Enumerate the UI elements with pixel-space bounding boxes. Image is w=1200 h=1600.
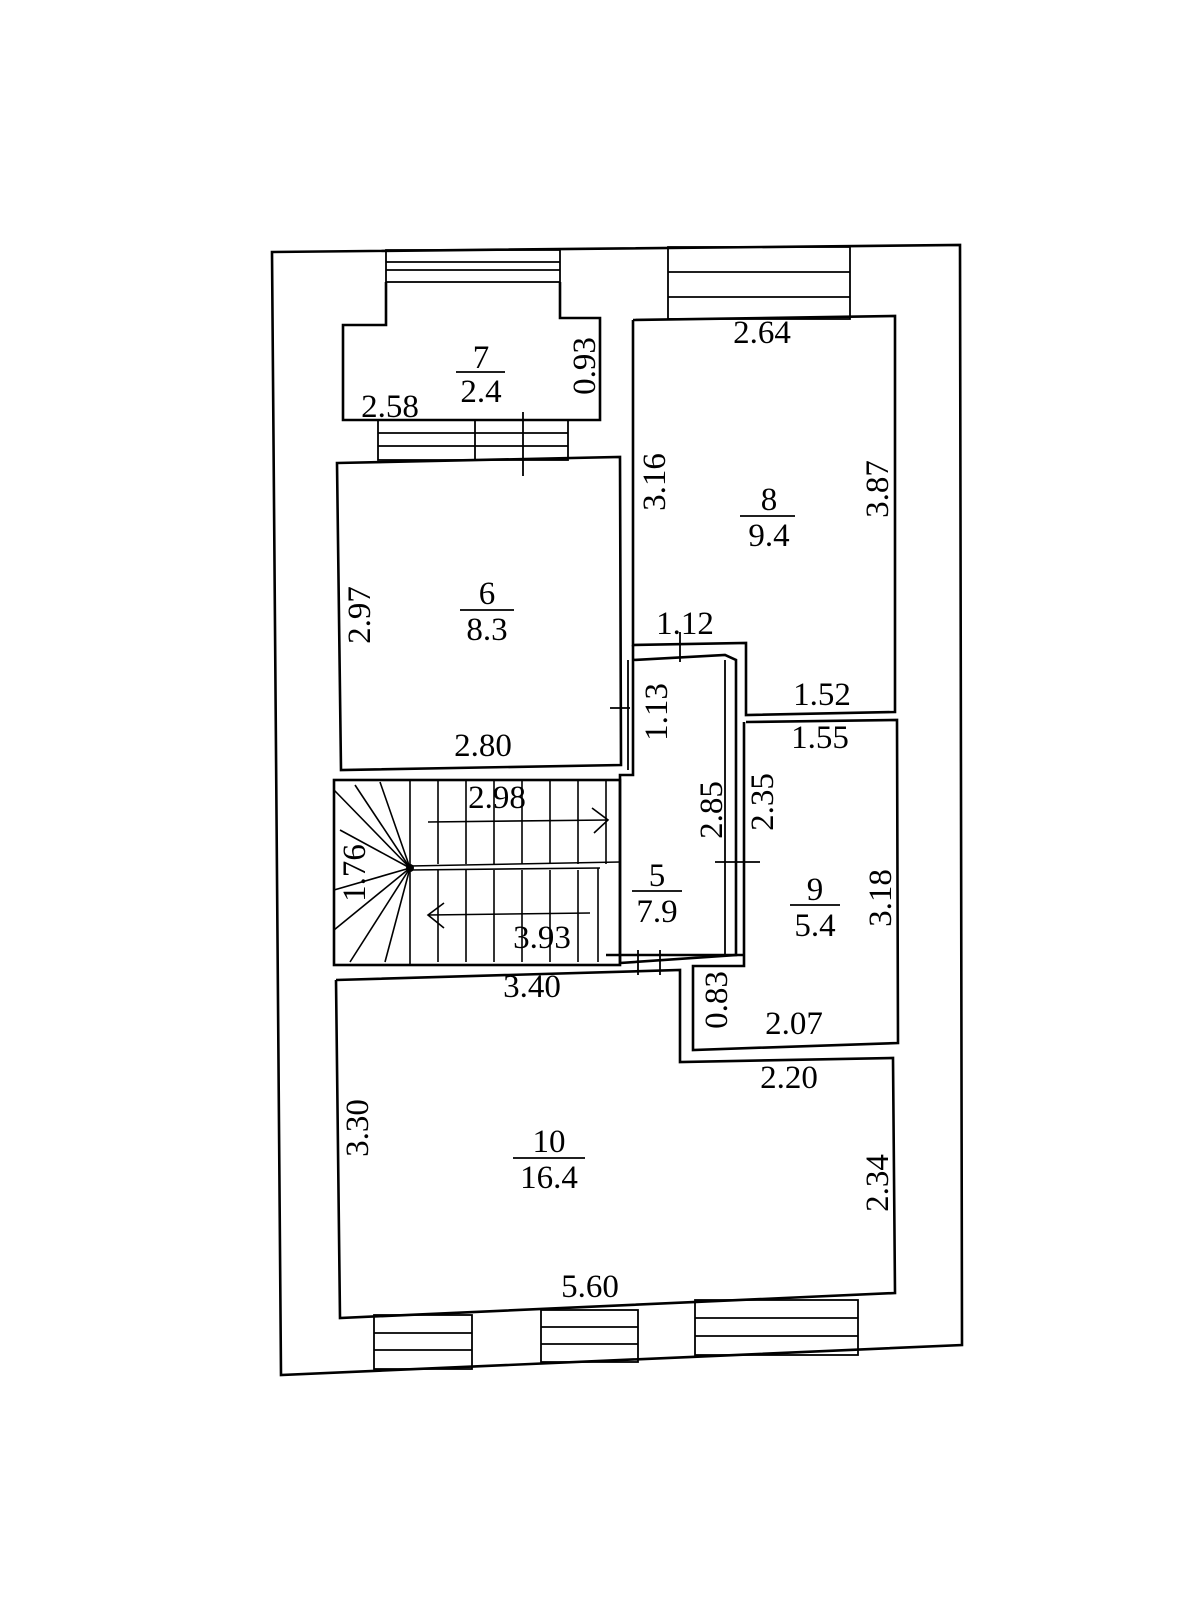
dim-r7-width: 2.58: [361, 389, 419, 425]
dim-r9-notch: 0.83: [699, 971, 735, 1029]
dim-r6-bottom: 2.80: [454, 728, 512, 764]
dim-r7-depth: 0.93: [567, 337, 603, 395]
room-5-outline: [618, 645, 738, 965]
dim-stair-bottom: 3.93: [513, 920, 571, 956]
svg-text:9: 9: [807, 872, 824, 908]
svg-text:5.4: 5.4: [794, 908, 835, 944]
dim-r9-left: 2.35: [745, 773, 781, 831]
door-7-6: [377, 412, 569, 476]
room-8-label: 8 9.4: [740, 482, 795, 554]
svg-text:2.4: 2.4: [460, 374, 501, 410]
room-10-label: 10 16.4: [513, 1124, 585, 1196]
dim-r9-right: 3.18: [863, 869, 899, 927]
dim-r9-bottom: 2.07: [765, 1006, 823, 1042]
svg-text:8: 8: [761, 482, 778, 518]
room-6-outline: [335, 455, 623, 772]
dim-r5-bottom: 3.40: [503, 969, 561, 1005]
dim-stair-top: 2.98: [468, 780, 526, 816]
room-10-outline: [334, 968, 897, 1320]
dim-r9-top: 1.55: [791, 720, 849, 756]
dim-r8-left: 3.16: [637, 453, 673, 511]
dim-r10-right: 2.34: [860, 1154, 896, 1212]
room-7-label: 7 2.4: [456, 340, 505, 410]
room-9-label: 9 5.4: [790, 872, 840, 944]
dim-r8-notch: 1.12: [656, 606, 714, 642]
window-top-left: [385, 249, 561, 283]
dim-stair-left: 1.76: [337, 844, 373, 902]
svg-text:8.3: 8.3: [466, 612, 507, 648]
svg-text:5: 5: [649, 858, 666, 894]
room-6-label: 6 8.3: [460, 576, 514, 648]
dim-r10-top: 2.20: [760, 1060, 818, 1096]
dim-r5-top: 1.13: [639, 683, 675, 741]
svg-text:10: 10: [533, 1124, 566, 1160]
svg-text:6: 6: [479, 576, 496, 612]
dim-r6-left: 2.97: [342, 586, 378, 644]
window-bottom-right: [694, 1299, 859, 1356]
window-bottom-middle: [540, 1309, 639, 1363]
dim-r5-right: 2.85: [694, 781, 730, 839]
dim-r8-bottom: 1.52: [793, 677, 851, 713]
dim-r8-right: 3.87: [860, 460, 896, 518]
svg-text:16.4: 16.4: [520, 1160, 578, 1196]
window-top-right: [667, 246, 851, 320]
dim-r8-top: 2.64: [733, 315, 791, 351]
staircase: [332, 778, 622, 967]
dim-r10-left: 3.30: [340, 1099, 376, 1157]
room-9-outline: [691, 718, 900, 1052]
svg-text:7: 7: [473, 340, 490, 376]
svg-text:7.9: 7.9: [636, 894, 677, 930]
room-5-label: 5 7.9: [632, 858, 682, 930]
dim-r10-bottom: 5.60: [561, 1269, 619, 1305]
svg-text:9.4: 9.4: [748, 518, 789, 554]
window-bottom-left: [373, 1314, 473, 1370]
